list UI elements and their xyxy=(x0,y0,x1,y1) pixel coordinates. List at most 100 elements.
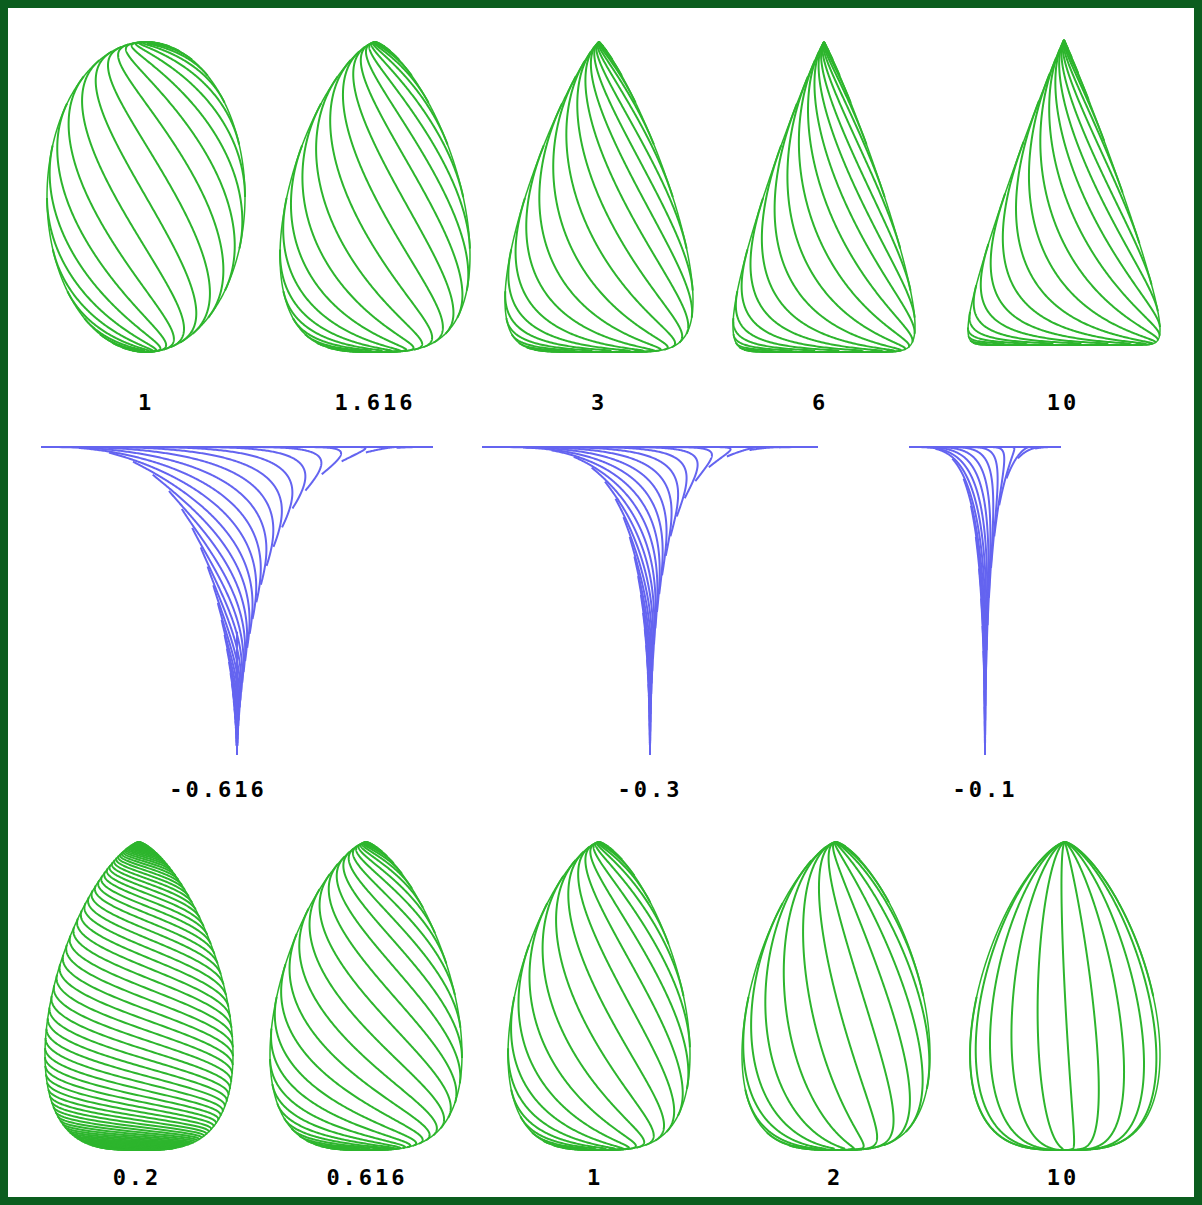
spiral-line xyxy=(281,842,423,1144)
spiral-line xyxy=(750,198,880,352)
spiral-line xyxy=(923,447,990,625)
funnel-figure xyxy=(909,447,1061,755)
funnel-rim xyxy=(41,446,433,448)
egg-outline xyxy=(45,842,233,1150)
spiral-line xyxy=(961,447,997,568)
spiral-line xyxy=(552,450,660,745)
spiral-line xyxy=(121,447,292,743)
spiral-line xyxy=(935,449,986,690)
spiral-line xyxy=(291,145,406,352)
spiral-line xyxy=(799,60,909,347)
spiral-line xyxy=(284,842,402,1150)
parameter-value: 10 xyxy=(1047,392,1080,414)
spiral-line xyxy=(836,842,889,902)
spiral-line xyxy=(51,842,229,1145)
spiral-line xyxy=(49,842,228,1146)
spiral-line xyxy=(952,459,986,706)
spiral-line xyxy=(553,76,668,349)
spiral-line xyxy=(1065,842,1124,1150)
spiral-line xyxy=(643,447,786,732)
egg-outline xyxy=(508,842,690,1150)
spiral-line xyxy=(803,842,864,1150)
spiral-line xyxy=(314,845,446,1150)
egg-figure xyxy=(970,842,1160,1150)
spiral-line xyxy=(630,537,652,694)
spiral-line xyxy=(326,848,461,1150)
spiral-line xyxy=(56,842,233,1150)
egg-outline xyxy=(970,842,1160,1150)
spiral-line xyxy=(733,42,825,352)
spiral-line xyxy=(96,51,197,342)
spiral-line xyxy=(985,447,1030,746)
spiral-line xyxy=(1065,842,1144,1150)
egg-figure xyxy=(280,42,470,352)
spiral-line xyxy=(505,291,610,352)
spiral-line xyxy=(822,42,900,249)
spiral-line xyxy=(514,447,678,746)
spiral-line xyxy=(293,42,381,352)
spiral-line xyxy=(940,447,993,598)
spiral-line xyxy=(740,42,833,352)
spiral-line xyxy=(299,842,423,1150)
spiral-line xyxy=(176,447,305,739)
page-ground xyxy=(8,8,1194,1197)
spiral-line xyxy=(821,42,910,290)
parameter-value: 6 xyxy=(812,392,828,414)
spiral-line xyxy=(506,42,601,352)
spiral-line xyxy=(990,842,1065,1150)
egg-figure xyxy=(742,842,930,1150)
egg-outline xyxy=(968,40,1160,345)
spiral-line xyxy=(129,42,207,352)
spiral-line xyxy=(45,844,220,1147)
spiral-line xyxy=(1065,842,1099,1150)
spiral-line xyxy=(597,42,672,197)
spiral-line xyxy=(814,47,914,334)
spiral-line xyxy=(836,842,923,996)
spiral-line xyxy=(539,104,660,352)
spiral-line xyxy=(369,42,470,249)
spiral-line xyxy=(520,842,604,1150)
spiral-line xyxy=(1061,842,1074,1150)
spiral-line xyxy=(366,42,468,290)
spiral-line xyxy=(136,42,245,197)
spiral-line xyxy=(787,76,905,349)
parameter-value: 0.2 xyxy=(113,1167,162,1189)
funnel-rim xyxy=(482,446,818,448)
spiral-line xyxy=(751,903,836,1150)
funnel-figure xyxy=(41,447,433,755)
spiral-line xyxy=(57,104,166,352)
spiral-line xyxy=(526,145,653,352)
spiral-line xyxy=(361,44,463,317)
spiral-line xyxy=(310,889,445,1128)
spiral-line xyxy=(48,842,227,1146)
spiral-line xyxy=(222,447,396,720)
spiral-line xyxy=(745,1090,836,1150)
parameter-value: 3 xyxy=(591,392,607,414)
spiral-line xyxy=(374,42,428,103)
egg-figure xyxy=(47,42,245,352)
spiral-line xyxy=(744,42,840,352)
parameter-value: 1 xyxy=(587,1167,603,1189)
spiral-line xyxy=(508,1048,614,1150)
spiral-line xyxy=(566,60,675,347)
parameter-value: 10 xyxy=(1047,1167,1080,1189)
egg-outline xyxy=(733,42,915,352)
spiral-line xyxy=(272,842,400,1150)
spiral-line xyxy=(47,846,223,1150)
spiral-line xyxy=(1040,58,1157,340)
spiral-line xyxy=(519,945,629,1150)
spiral-line xyxy=(46,844,224,1147)
spiral-line xyxy=(836,842,860,860)
spiral-line xyxy=(82,60,184,347)
spiral-line xyxy=(973,40,1078,345)
egg-outline xyxy=(505,42,693,352)
egg-figure xyxy=(968,40,1160,345)
egg-figure xyxy=(505,42,693,352)
spiral-line xyxy=(498,447,667,746)
spiral-line xyxy=(638,447,818,714)
spiral-line xyxy=(280,250,391,352)
spiral-line xyxy=(227,447,341,731)
funnel-rim xyxy=(909,446,1061,448)
egg-outline xyxy=(47,42,245,352)
spiral-line xyxy=(596,42,686,249)
